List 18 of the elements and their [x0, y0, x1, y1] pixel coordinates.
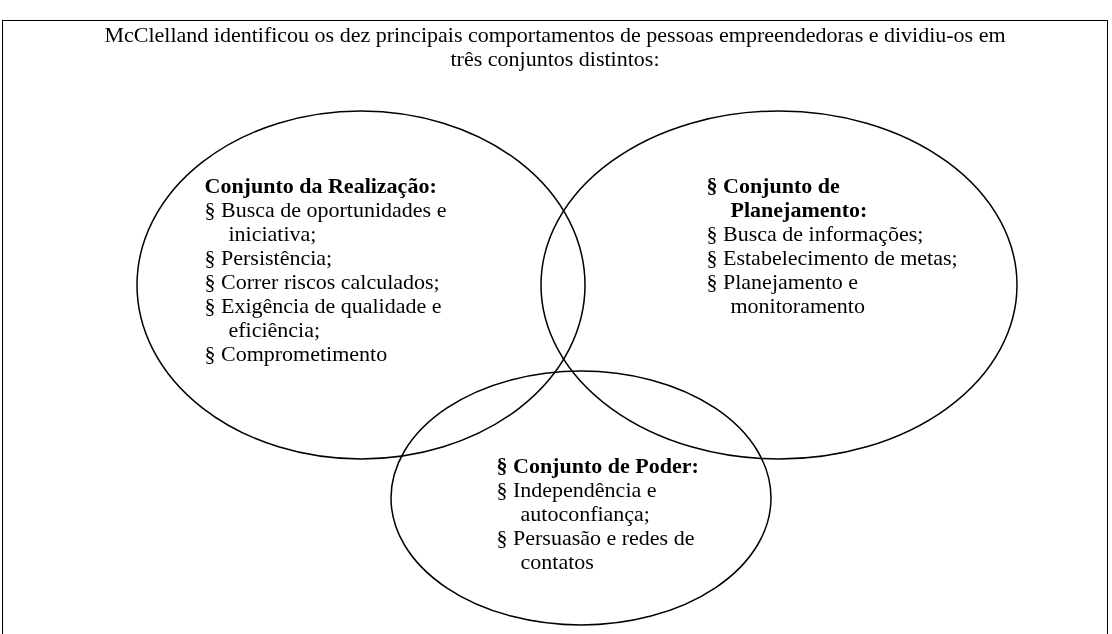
- list-item: § Persuasão e redes de contatos: [496, 525, 696, 574]
- set-heading: § Conjunto de Planejamento:: [706, 173, 869, 222]
- list-item: § Exigência de qualidade e eficiência;: [204, 293, 443, 342]
- venn-circle: [539, 109, 1018, 460]
- set-heading: Conjunto da Realização:: [204, 173, 438, 198]
- frame-box: [2, 20, 1108, 634]
- list-item: § Planejamento e monitoramento: [706, 269, 866, 318]
- venn-circle: [135, 109, 586, 460]
- list-item: § Independência e autoconfiança;: [496, 477, 658, 526]
- list-item: § Persistência;: [204, 245, 334, 270]
- intro-text: McClelland identificou os dez principais comportamentos de pessoas empreendedoras e dividiu-os em três conjuntos distintos:: [103, 23, 1007, 71]
- venn-circle: [389, 369, 772, 626]
- set-heading: § Conjunto de Poder:: [496, 453, 700, 478]
- list-item: § Busca de oportunidades e iniciativa;: [204, 197, 448, 246]
- list-item: § Estabelecimento de metas;: [706, 245, 959, 270]
- list-item: § Correr riscos calculados;: [204, 269, 441, 294]
- list-item: § Busca de informações;: [706, 221, 925, 246]
- list-item: § Comprometimento: [204, 341, 389, 366]
